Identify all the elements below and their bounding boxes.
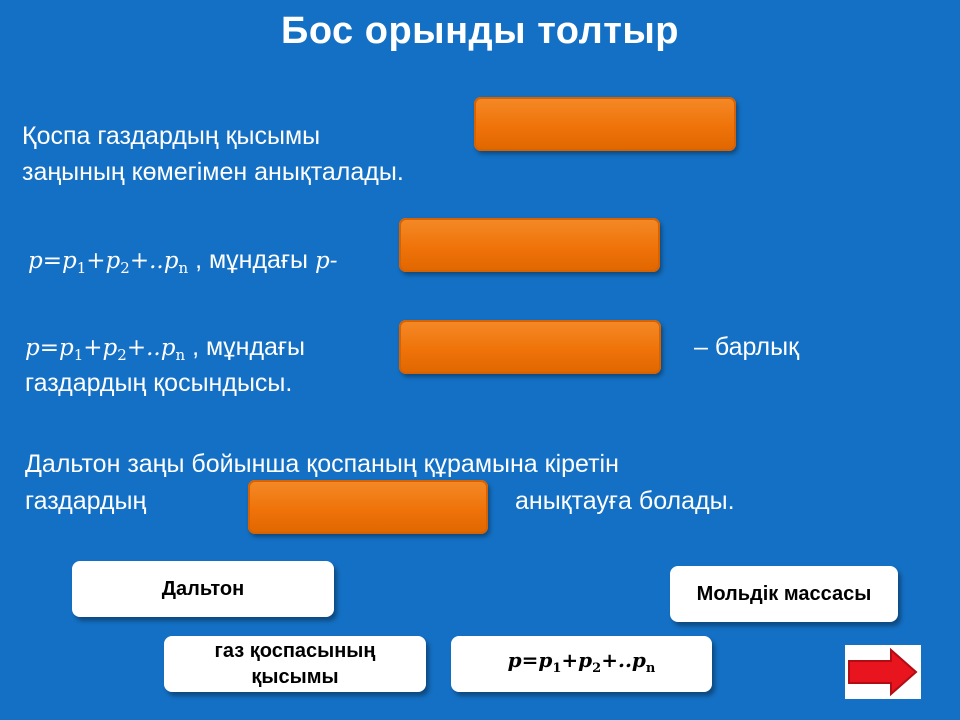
statement-4-line-1: Дальтон заңы бойынша қоспаның құрамына к…: [25, 450, 619, 478]
formula-3: p=p1+p2+..pn: [25, 335, 186, 364]
answer-card-molar-mass[interactable]: Мольдік массасы: [670, 566, 898, 622]
statement-1-line-2: заңының көмегімен анықталады.: [22, 158, 404, 186]
statement-2: p=p1+p2+..pn , мұндағы p-: [28, 242, 337, 286]
blank-slot-3[interactable]: [399, 320, 661, 374]
answer-card-gas-line-1: газ қоспасының: [214, 640, 376, 662]
blank-slot-1[interactable]: [474, 97, 736, 151]
statement-4-line-2b: анықтауға болады.: [515, 487, 735, 515]
formula-2: p=p1+p2+..pn: [28, 248, 189, 277]
answer-card-gas-line-2: қысымы: [251, 666, 339, 688]
next-slide-button[interactable]: [845, 645, 921, 699]
answer-formula: p=p1+p2+..pn: [507, 647, 656, 676]
statement-3-text: , мұндағы: [192, 333, 306, 361]
answer-card-gas-mixture-pressure[interactable]: газ қоспасының қысымы: [164, 636, 426, 692]
blank-slot-4[interactable]: [248, 480, 488, 534]
statement-2-text: , мұндағы: [195, 246, 315, 274]
answer-card-formula[interactable]: p=p1+p2+..pn: [451, 636, 712, 692]
page-title: Бос орынды толтыр: [281, 10, 679, 52]
statement-2-var: p-: [314, 248, 338, 274]
answer-card-dalton[interactable]: Дальтон: [72, 561, 334, 617]
statement-3-line-1: p=p1+p2+..pn , мұндағы: [25, 329, 305, 373]
statement-1-line-1: Қоспа газдардың қысымы: [22, 122, 321, 150]
blank-slot-2[interactable]: [399, 218, 660, 272]
right-arrow-icon: [848, 647, 918, 697]
statement-3-line-2: газдардың қосындысы.: [25, 369, 293, 397]
statement-3-tail: – барлық: [694, 333, 800, 361]
statement-4-line-2a: газдардың: [25, 487, 147, 515]
